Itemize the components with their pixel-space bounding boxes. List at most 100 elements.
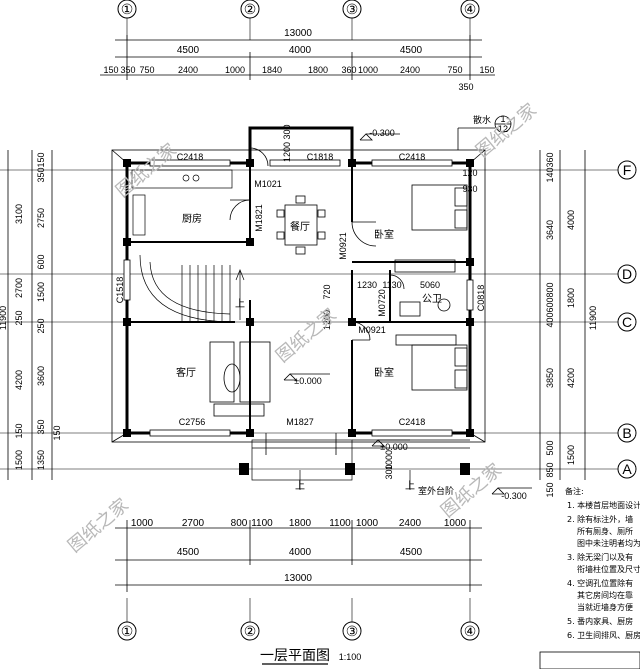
dim-top-detail: 150 bbox=[479, 65, 494, 75]
dim-top-detail-row: 150 350 750 2400 1000 1840 1800 360 1000… bbox=[103, 65, 494, 75]
entry-steps bbox=[251, 439, 470, 490]
room-kitchen: 厨房 bbox=[182, 212, 202, 225]
terrace-label: 室外台阶 bbox=[418, 485, 454, 496]
dim-right: 140 bbox=[545, 167, 555, 182]
code-c2418-kitchen: C2418 bbox=[177, 152, 204, 162]
dim-bottom-total: 13000 bbox=[284, 573, 312, 584]
dim-right: 800 bbox=[545, 282, 555, 297]
code-c1818: C1818 bbox=[307, 152, 334, 162]
dim-left: 150 bbox=[52, 425, 62, 440]
dim-right: 1800 bbox=[566, 288, 576, 308]
dim-left: 350 bbox=[36, 167, 46, 182]
dim-right: 3640 bbox=[545, 220, 555, 240]
note-line: 所有厕身、厕所 bbox=[577, 526, 633, 536]
dim-left: 2750 bbox=[36, 208, 46, 228]
tag-5060: 5060 bbox=[420, 280, 440, 290]
steps-up-label-2: 上 bbox=[405, 480, 415, 492]
level-porch: ±0.000 bbox=[380, 442, 407, 452]
dim-left: 250 bbox=[14, 310, 24, 325]
tag-300-b: 300 bbox=[384, 464, 394, 479]
dim-bottom-detail: 1800 bbox=[289, 518, 312, 529]
dim-right: 400 bbox=[545, 312, 555, 327]
dim-right: 3850 bbox=[545, 368, 555, 388]
note-line: 1. 本楼首层地面设计 bbox=[567, 500, 640, 510]
interior-walls bbox=[127, 163, 470, 433]
doors bbox=[229, 147, 405, 455]
dim-top-mid-3: 4500 bbox=[400, 45, 423, 56]
tag-1130: 1130 bbox=[382, 280, 401, 290]
dim-left-total: 11900 bbox=[0, 306, 8, 330]
top-dimension-lines bbox=[100, 35, 495, 80]
dining-table bbox=[276, 195, 326, 255]
note-line: 当就近墙身方便 bbox=[577, 602, 633, 612]
axis-label-1-top: ① bbox=[121, 1, 134, 17]
dim-left: 1350 bbox=[36, 450, 46, 470]
bathroom-fixtures bbox=[395, 298, 457, 346]
code-c1518: C1518 bbox=[115, 277, 125, 304]
tag-930: 930 bbox=[462, 184, 477, 194]
tag-120: 120 bbox=[462, 168, 477, 178]
notes-title: 备注: bbox=[565, 486, 584, 496]
dim-bottom-detail: 1000 bbox=[356, 518, 379, 529]
dim-top-total: 13000 bbox=[284, 28, 312, 39]
axis-label-2-top: ② bbox=[244, 1, 257, 17]
note-line: 4. 空调孔位置除有 bbox=[567, 578, 633, 588]
dim-bottom-detail-row: 1000 2700 800 1100 1800 1100 1000 2400 1… bbox=[131, 518, 467, 529]
code-m1827: M1827 bbox=[286, 417, 314, 427]
dim-bottom-detail: 1000 bbox=[131, 518, 154, 529]
dim-top-detail: 1000 bbox=[358, 65, 378, 75]
dim-top-detail: 350 bbox=[120, 65, 135, 75]
dim-right: 1500 bbox=[566, 445, 576, 465]
dim-bottom-detail: 2400 bbox=[399, 518, 422, 529]
code-m1821: M1821 bbox=[254, 204, 264, 232]
dim-top-detail: 2400 bbox=[400, 65, 420, 75]
note-line: 衔墙柱位置及尺寸 bbox=[577, 564, 640, 574]
right-dimension-lines bbox=[539, 150, 586, 480]
dim-top-detail: 360 bbox=[341, 65, 356, 75]
dim-left: 350 bbox=[36, 419, 46, 434]
dim-top-detail: 750 bbox=[139, 65, 154, 75]
dim-350-right: 350 bbox=[458, 82, 473, 92]
note-line: 2. 除有标注外，墙 bbox=[567, 514, 633, 524]
dim-right: 4200 bbox=[566, 368, 576, 388]
level-living: ±0.000 bbox=[294, 376, 321, 386]
detail-mark-sheet: 12 bbox=[498, 124, 508, 134]
drawing-scale: 1:100 bbox=[339, 652, 362, 662]
axis-markers-top bbox=[117, 0, 480, 19]
staircase bbox=[139, 254, 245, 323]
left-dimension-lines bbox=[7, 150, 53, 480]
watermark: 图纸之家 bbox=[112, 140, 181, 202]
dim-right: 850 bbox=[545, 462, 555, 477]
dim-top-mid-1: 4500 bbox=[177, 45, 200, 56]
tag-720: 720 bbox=[322, 284, 332, 299]
axis-label-D: D bbox=[622, 266, 632, 282]
dim-top-detail: 750 bbox=[447, 65, 462, 75]
dim-left-labels: 150 350 3100 2750 600 2700 1500 250 250 … bbox=[0, 152, 62, 470]
axis-label-3-top: ③ bbox=[346, 1, 359, 17]
dim-bottom-detail: 2700 bbox=[182, 518, 205, 529]
watermark: 图纸之家 bbox=[272, 305, 341, 367]
axis-markers-bottom bbox=[117, 621, 480, 641]
dim-left: 150 bbox=[14, 423, 24, 438]
dim-left: 1500 bbox=[14, 450, 24, 470]
windows bbox=[123, 159, 474, 437]
grid-axis-lines bbox=[0, 18, 618, 622]
note-line: 其它房间均在靠 bbox=[577, 590, 633, 600]
dim-bottom-mid-2: 4000 bbox=[289, 547, 312, 558]
dim-bottom-detail: 1100 bbox=[251, 518, 273, 529]
living-sofa bbox=[209, 341, 271, 417]
code-c2418-bedroom1: C2418 bbox=[399, 152, 426, 162]
axis-label-2-bottom: ② bbox=[244, 623, 257, 639]
dim-bottom-mid-1: 4500 bbox=[177, 547, 200, 558]
title-block-corner bbox=[539, 651, 640, 669]
watermark: 图纸之家 bbox=[472, 100, 541, 162]
level-top: -0.300 bbox=[369, 128, 395, 138]
downpipe-label: 散水 bbox=[473, 114, 491, 125]
code-c0818: C0818 bbox=[476, 285, 486, 312]
dim-left: 2700 bbox=[14, 278, 24, 298]
exterior-walls bbox=[125, 126, 472, 435]
axis-label-B: B bbox=[622, 425, 631, 441]
detail-mark-number: 1 bbox=[500, 114, 505, 124]
tag-1230: 1230 bbox=[357, 280, 377, 290]
axis-label-F: F bbox=[623, 162, 632, 178]
